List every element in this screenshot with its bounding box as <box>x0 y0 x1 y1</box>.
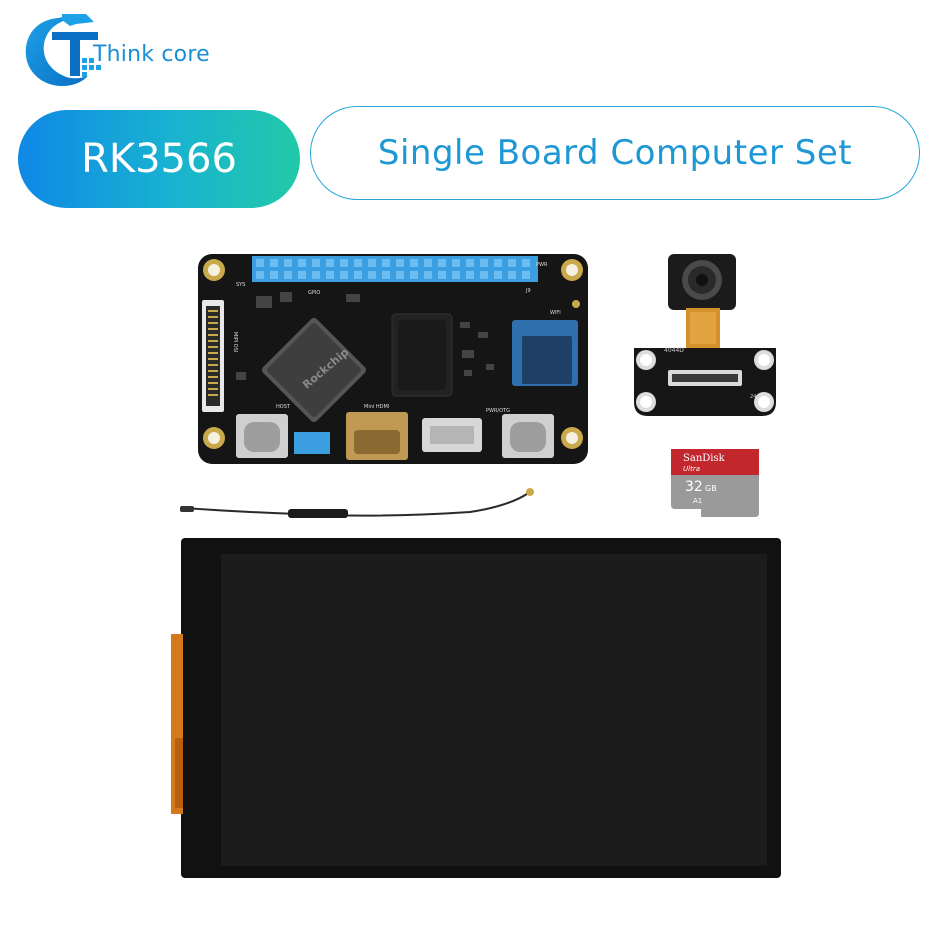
gpio-pin <box>256 259 264 267</box>
gpio-pin <box>368 271 376 279</box>
model-label: RK3566 <box>81 136 237 182</box>
think-core-logo <box>25 14 101 86</box>
silk-j9: J9 <box>525 288 531 294</box>
camera-label: 4044D <box>664 347 684 354</box>
silk-sys: SYS <box>236 282 245 288</box>
gpio-pin <box>396 271 404 279</box>
silk-wifi: WIFI <box>550 310 561 316</box>
gpio-pin <box>494 271 502 279</box>
silk-host: HOST <box>276 404 291 410</box>
gpio-pin <box>480 259 488 267</box>
gpio-pin <box>382 259 390 267</box>
sd-capacity: 32 <box>685 479 703 495</box>
sd-line: Ultra <box>683 465 700 473</box>
gpio-pin <box>298 259 306 267</box>
silk-pwr: PWR <box>536 262 548 268</box>
silk-mipi: MIPI DSI <box>232 332 238 352</box>
gpio-pin <box>424 271 432 279</box>
silk-mini-hdmi: Mini HDMI <box>364 404 389 410</box>
gpio-pin <box>494 259 502 267</box>
gpio-pin <box>480 271 488 279</box>
gpio-pin <box>298 271 306 279</box>
gpio-pin <box>312 259 320 267</box>
gpio-pin <box>256 271 264 279</box>
gpio-header <box>252 256 538 282</box>
gpio-pin <box>410 259 418 267</box>
gpio-pin <box>382 271 390 279</box>
model-badge: RK3566 <box>18 110 300 208</box>
sd-unit: GB <box>705 484 717 493</box>
sd-brand: SanDisk <box>683 453 726 464</box>
gpio-pin <box>368 259 376 267</box>
gpio-pin <box>312 271 320 279</box>
gpio-pin <box>340 259 348 267</box>
gpio-pin <box>284 259 292 267</box>
gpio-pin <box>438 271 446 279</box>
touch-display-image <box>171 538 781 878</box>
gpio-pin <box>354 271 362 279</box>
gpio-pin <box>438 259 446 267</box>
camera-pin: 24 <box>750 394 756 400</box>
silk-otg: PWR/OTG <box>486 408 510 414</box>
gpio-pin <box>326 271 334 279</box>
banner-title: Single Board Computer Set <box>377 133 853 173</box>
sd-card-image: SanDisk Ultra 32 GB A1 <box>671 449 759 517</box>
board-image: SYS GPIO J9 PWR WIFI MIPI DSI HOST Mini … <box>198 254 588 464</box>
gpio-pin <box>284 271 292 279</box>
gpio-pin <box>424 259 432 267</box>
gpio-pin <box>270 259 278 267</box>
title-banner: Single Board Computer Set <box>310 106 920 200</box>
gpio-pin <box>522 271 530 279</box>
gpio-pin <box>508 271 516 279</box>
mounting-holes <box>203 259 583 449</box>
gpio-pin <box>522 259 530 267</box>
gpio-pin <box>354 259 362 267</box>
gpio-pin <box>466 271 474 279</box>
gpio-pin <box>508 259 516 267</box>
antenna-image <box>180 488 534 518</box>
gpio-pin <box>466 259 474 267</box>
gpio-pin <box>270 271 278 279</box>
silk-gpio: GPIO <box>308 290 320 296</box>
sd-class: A1 <box>693 497 702 505</box>
gpio-pin <box>452 271 460 279</box>
gpio-pin <box>452 259 460 267</box>
camera-module-image: 4044D 24 <box>634 254 776 416</box>
gpio-pin <box>326 259 334 267</box>
brand-name: Think core <box>93 42 210 67</box>
gpio-pin <box>410 271 418 279</box>
soc-chip <box>261 317 367 423</box>
gpio-pin <box>396 259 404 267</box>
gpio-pin <box>340 271 348 279</box>
